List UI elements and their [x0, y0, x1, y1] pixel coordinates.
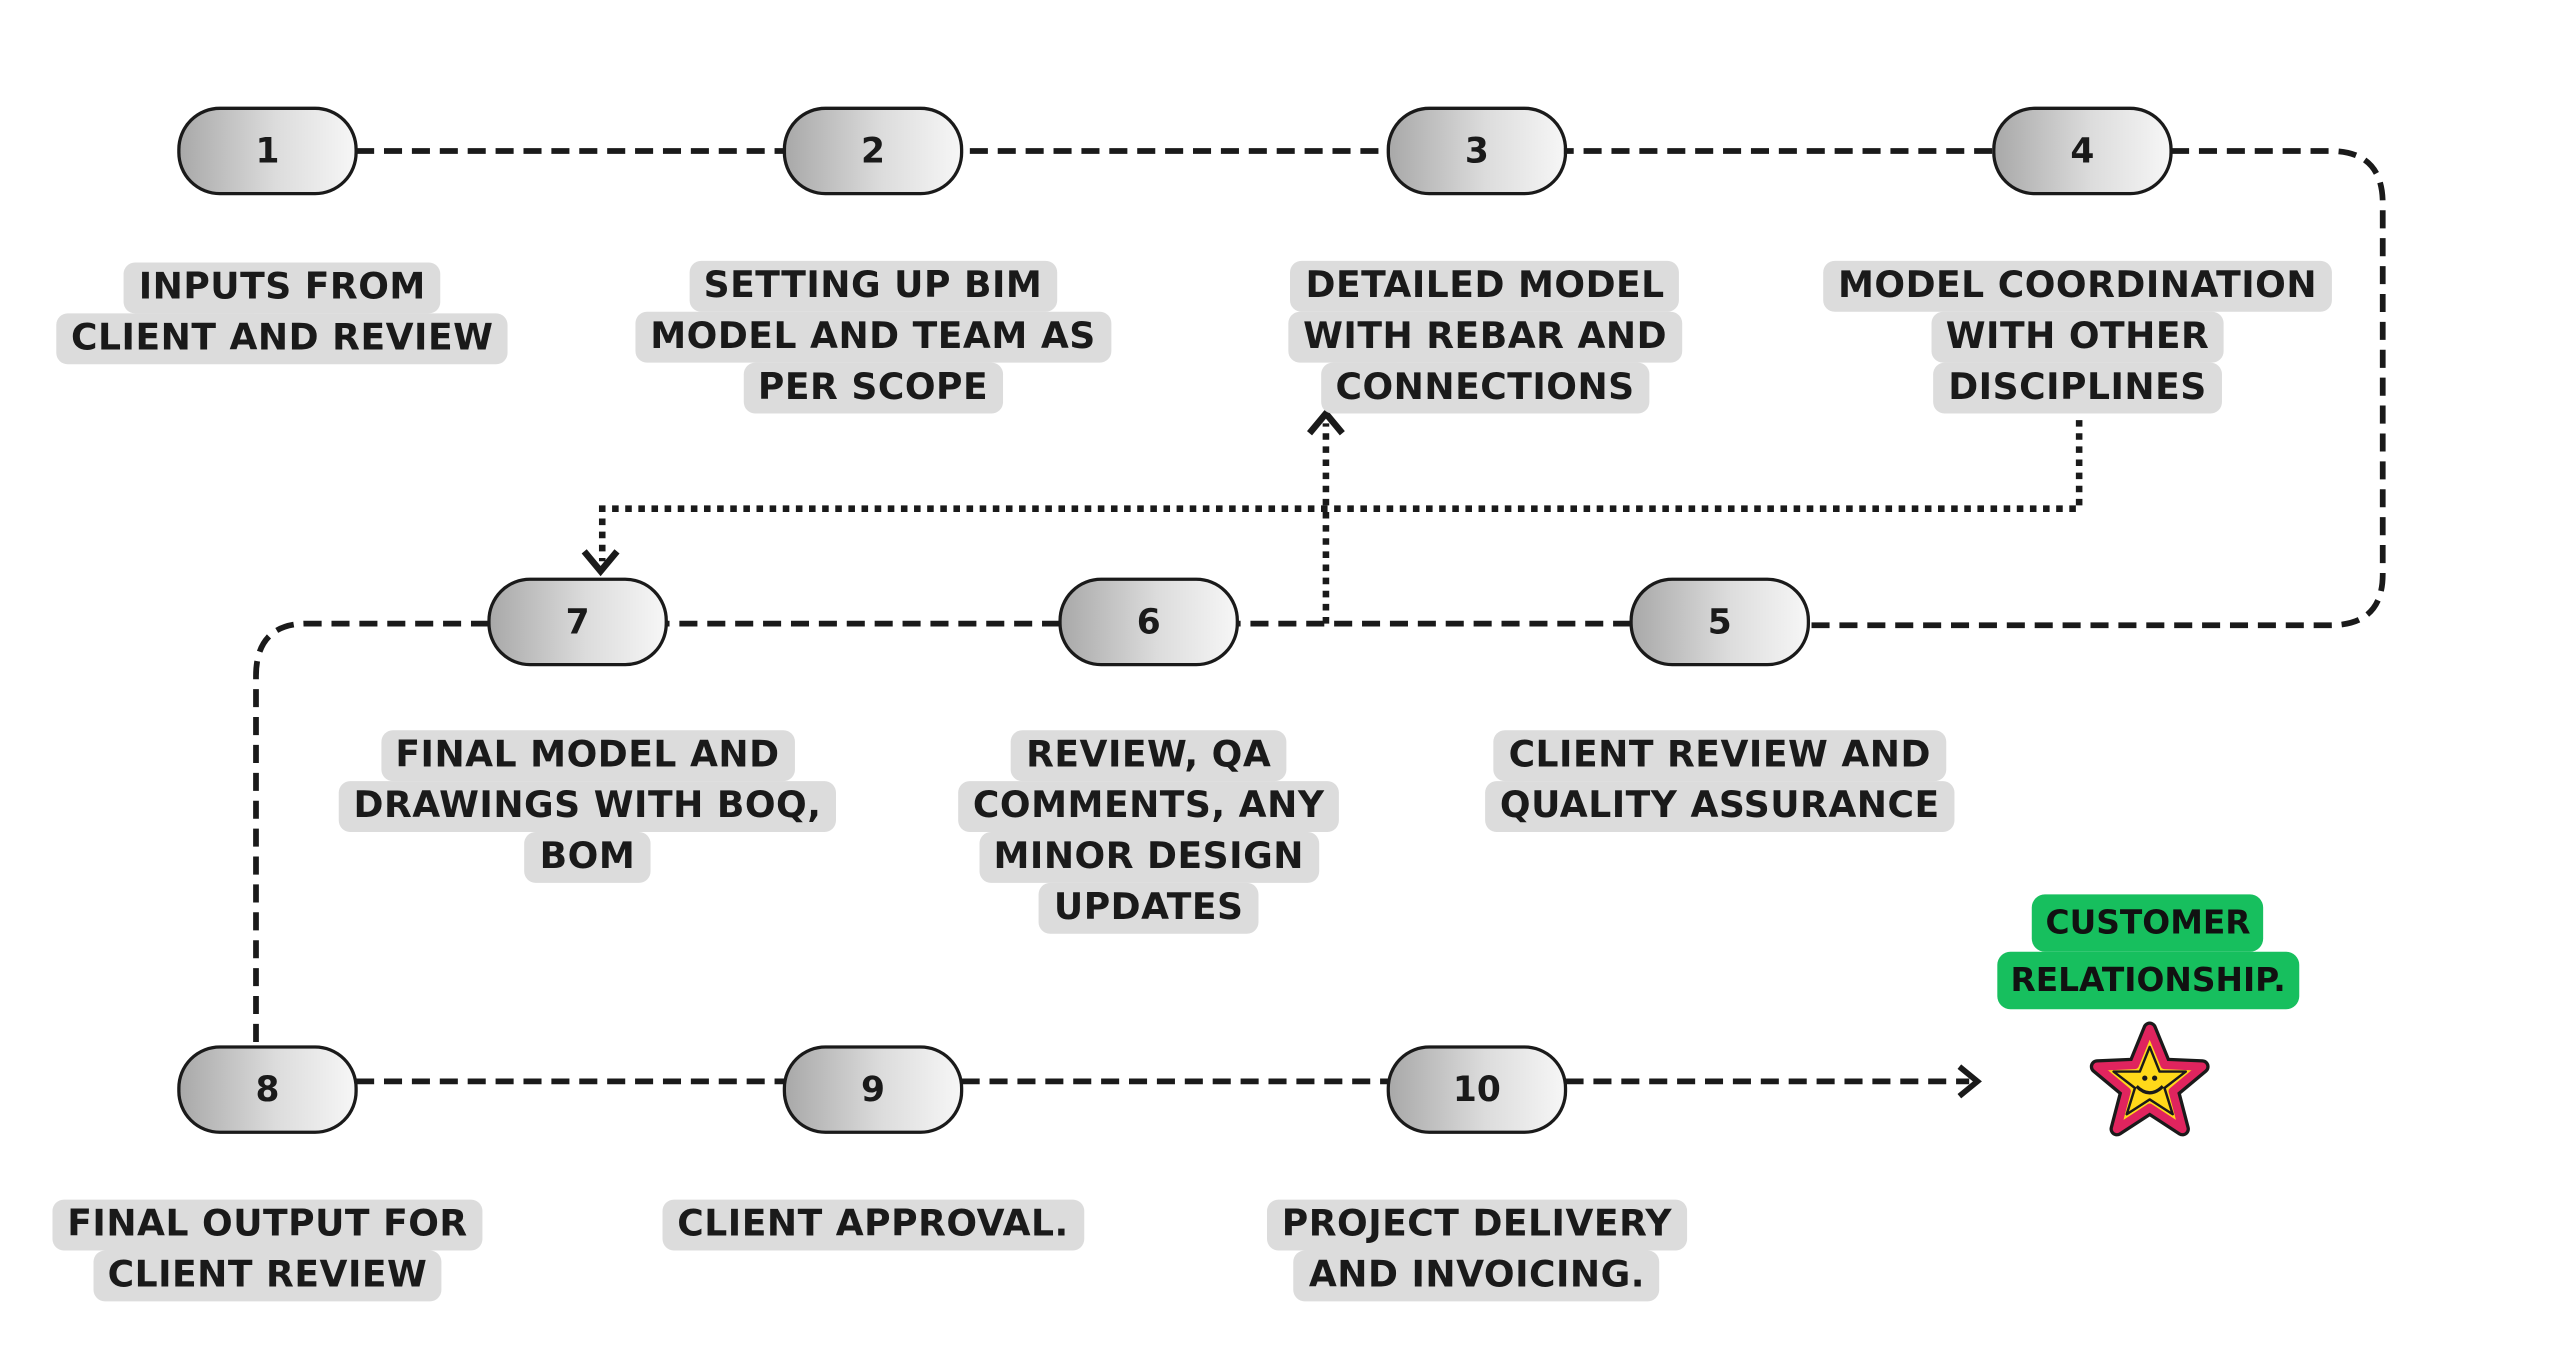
feedback-loop-4-to-7	[598, 420, 2083, 562]
label-line: DISCIPLINES	[1933, 362, 2222, 414]
connector-row1	[356, 148, 2386, 629]
step-node-6: 6	[1058, 577, 1239, 667]
label-line: UPDATES	[1039, 882, 1259, 934]
label-line: FINAL OUTPUT FOR	[52, 1199, 483, 1251]
arrow-head-right	[1957, 1064, 1982, 1099]
step-label-9: CLIENT APPROVAL.	[662, 1199, 1084, 1251]
label-line: FINAL MODEL AND	[380, 730, 795, 782]
label-line: CUSTOMER	[2032, 894, 2264, 952]
step-label-3: DETAILED MODEL WITH REBAR AND CONNECTION…	[1288, 260, 1682, 414]
smiling-star-icon	[2089, 1021, 2210, 1137]
step-node-3: 3	[1386, 106, 1568, 196]
label-line: CLIENT AND REVIEW	[56, 313, 509, 365]
step-label-7: FINAL MODEL AND DRAWINGS WITH BOQ, BOM	[338, 730, 837, 883]
label-line: AND INVOICING.	[1294, 1250, 1660, 1302]
step-number: 3	[1464, 131, 1489, 171]
label-line: CONNECTIONS	[1320, 362, 1650, 414]
label-line: COMMENTS, ANY	[958, 781, 1340, 832]
label-line: PER SCOPE	[743, 362, 1003, 414]
label-line: WITH REBAR AND	[1288, 311, 1682, 363]
step-number: 7	[565, 602, 590, 642]
label-line: MODEL COORDINATION	[1823, 260, 2332, 312]
step-node-10: 10	[1386, 1045, 1568, 1134]
step-node-9: 9	[782, 1045, 964, 1134]
label-line: PROJECT DELIVERY	[1267, 1199, 1687, 1251]
label-line: MINOR DESIGN	[978, 831, 1319, 883]
step-number: 1	[255, 131, 280, 171]
label-line: RELATIONSHIP.	[1997, 951, 2299, 1010]
connector-row2	[253, 620, 1632, 1044]
step-node-2: 2	[782, 106, 964, 196]
step-label-4: MODEL COORDINATION WITH OTHER DISCIPLINE…	[1823, 260, 2332, 414]
step-label-8: FINAL OUTPUT FOR CLIENT REVIEW	[52, 1199, 483, 1302]
label-line: BOM	[524, 831, 651, 883]
step-label-2: SETTING UP BIM MODEL AND TEAM AS PER SCO…	[635, 260, 1111, 414]
arrow-head-up	[1306, 408, 1345, 436]
label-line: INPUTS FROM	[123, 262, 441, 314]
label-line: QUALITY ASSURANCE	[1485, 781, 1955, 832]
arrow-head-down	[581, 549, 620, 577]
step-node-8: 8	[177, 1045, 358, 1134]
step-number: 2	[861, 131, 886, 171]
label-line: REVIEW, QA	[1011, 730, 1287, 782]
label-line: CLIENT REVIEW	[92, 1250, 443, 1302]
step-label-5: CLIENT REVIEW AND QUALITY ASSURANCE	[1485, 730, 1955, 832]
step-label-1: INPUTS FROM CLIENT AND REVIEW	[56, 262, 509, 365]
label-line: CLIENT APPROVAL.	[662, 1199, 1084, 1251]
label-line: DETAILED MODEL	[1290, 260, 1680, 312]
step-number: 4	[2070, 131, 2095, 171]
step-number: 8	[255, 1069, 280, 1110]
label-line: SETTING UP BIM	[688, 260, 1058, 312]
label-line: CLIENT REVIEW AND	[1493, 730, 1946, 782]
step-label-6: REVIEW, QA COMMENTS, ANY MINOR DESIGN UP…	[958, 730, 1340, 934]
label-line: MODEL AND TEAM AS	[635, 311, 1111, 363]
label-line: DRAWINGS WITH BOQ,	[338, 781, 837, 832]
step-number: 6	[1136, 602, 1161, 642]
step-node-7: 7	[487, 577, 668, 667]
step-number: 10	[1452, 1069, 1501, 1110]
step-label-10: PROJECT DELIVERY AND INVOICING.	[1267, 1199, 1687, 1302]
step-node-5: 5	[1629, 577, 1811, 667]
step-node-1: 1	[177, 106, 358, 196]
step-node-4: 4	[1992, 106, 2173, 196]
outcome-label: CUSTOMER RELATIONSHIP.	[1997, 894, 2299, 1010]
label-line: WITH OTHER	[1930, 311, 2225, 363]
step-number: 5	[1707, 602, 1732, 642]
step-number: 9	[861, 1069, 886, 1110]
